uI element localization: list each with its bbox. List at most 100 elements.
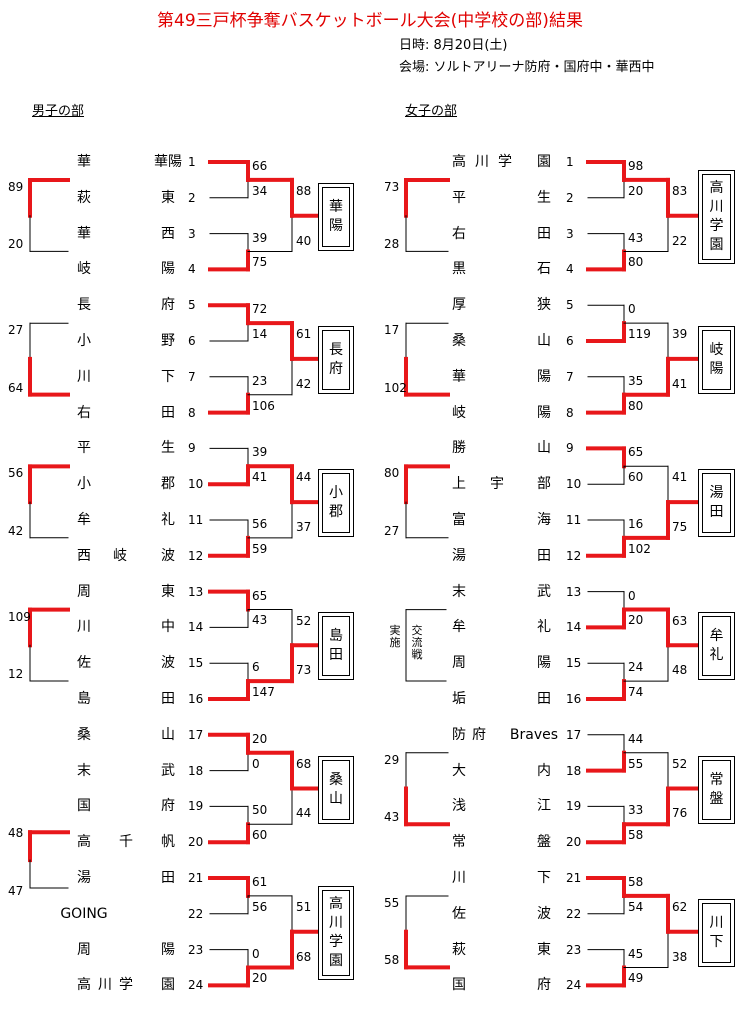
- winner-name: 長 府: [322, 329, 350, 390]
- team-number: 11: [566, 513, 582, 527]
- team-number: 22: [188, 906, 204, 921]
- team-name-left: 佐: [77, 655, 91, 672]
- team-name-right: 陽: [161, 261, 175, 278]
- team-number: 4: [188, 262, 196, 277]
- team-name-left: 黒: [452, 261, 466, 278]
- first-round-score: 119: [628, 327, 651, 341]
- semifinal-score: 44: [296, 470, 312, 485]
- team-name-left: 国: [452, 977, 466, 994]
- team-number: 24: [566, 978, 582, 993]
- team-number: 15: [188, 656, 204, 671]
- team-name-right: 波: [537, 905, 551, 922]
- team-name-left: 華: [77, 154, 91, 170]
- team-name-left: 牟: [452, 619, 466, 636]
- team-name-middle: 川: [98, 977, 112, 994]
- team-name-left: 桑: [452, 333, 466, 349]
- team-number: 16: [188, 692, 204, 706]
- first-round-score: 54: [628, 899, 644, 914]
- semifinal-score: 68: [296, 756, 312, 771]
- team-name-middle: 千: [119, 834, 133, 851]
- first-round-score: 43: [628, 230, 644, 245]
- first-round-score: 72: [252, 302, 268, 317]
- first-round-score: 41: [252, 470, 268, 485]
- semifinal-score: 52: [296, 613, 312, 628]
- winner-box: 川 下: [698, 898, 735, 967]
- team-name-left: GOING: [60, 905, 108, 922]
- exchange-note: 実施: [389, 624, 401, 650]
- team-name-left: 右: [452, 225, 466, 242]
- first-round-score: 45: [628, 946, 644, 961]
- semifinal-score: 41: [672, 470, 688, 485]
- team-name-right: 武: [537, 583, 551, 600]
- team-name-right: 下: [161, 368, 175, 385]
- left-match-score: 27: [8, 323, 24, 338]
- winner-name: 高 川 学 園: [322, 889, 350, 976]
- team-name-right: 山: [537, 440, 551, 457]
- team-number: 13: [566, 584, 582, 599]
- team-name-left: 牟: [77, 512, 91, 528]
- team-name-left: 湯: [452, 547, 466, 564]
- team-number: 12: [566, 548, 582, 563]
- team-number: 18: [566, 763, 582, 778]
- team-name-right: 部: [537, 476, 551, 493]
- first-round-score: 56: [252, 517, 268, 531]
- first-round-score: 66: [252, 159, 268, 173]
- first-round-score: 106: [252, 398, 275, 413]
- boys-section-header: 男子の部: [32, 104, 85, 119]
- first-round-score: 60: [628, 470, 644, 485]
- team-number: 18: [188, 763, 204, 778]
- team-name-left: 川: [77, 619, 91, 636]
- team-name-left: 萩: [77, 189, 91, 206]
- first-round-score: 58: [628, 828, 644, 843]
- team-name-middle: 学: [498, 154, 512, 170]
- team-number: 17: [188, 727, 204, 742]
- team-name-left: 上: [452, 476, 466, 493]
- team-name-left: 西: [77, 547, 91, 564]
- team-name-right: Braves: [509, 726, 559, 743]
- team-name-middle: 学: [119, 977, 133, 994]
- team-number: 19: [566, 799, 582, 814]
- team-name-right: 生: [537, 189, 551, 206]
- first-round-score: 39: [252, 230, 268, 245]
- team-number: 10: [188, 477, 204, 492]
- semifinal-score: 39: [672, 327, 688, 342]
- team-name-left: 厚: [452, 297, 466, 314]
- semifinal-score: 62: [672, 899, 688, 914]
- winner-box: 岐 陽: [698, 325, 735, 394]
- team-name-left: 萩: [452, 941, 466, 958]
- team-number: 1: [566, 155, 574, 169]
- first-round-score: 16: [628, 517, 644, 531]
- team-name-left: 川: [77, 368, 91, 385]
- team-name-right: 石: [537, 261, 551, 278]
- team-name-right: 園: [161, 977, 175, 994]
- team-number: 3: [188, 226, 196, 241]
- first-round-score: 20: [252, 731, 268, 746]
- left-match-score: 64: [8, 380, 24, 395]
- team-name-right: 田: [161, 691, 175, 707]
- team-name-right: 狭: [537, 297, 551, 314]
- first-round-score: 102: [628, 541, 651, 556]
- left-match-score: 55: [384, 896, 400, 910]
- team-number: 3: [566, 226, 574, 241]
- team-number: 1: [188, 155, 196, 169]
- first-round-score: 50: [252, 803, 268, 818]
- team-number: 20: [566, 835, 582, 850]
- team-name-right: 園: [537, 154, 551, 170]
- semifinal-score: 75: [672, 519, 688, 534]
- left-match-score: 29: [384, 752, 400, 767]
- team-number: 24: [188, 978, 204, 993]
- first-round-score: 23: [252, 373, 268, 388]
- winner-box: 小 郡: [318, 469, 354, 538]
- winner-box: 長 府: [318, 325, 354, 394]
- team-number: 17: [566, 727, 582, 742]
- semifinal-score: 40: [296, 233, 312, 248]
- team-number: 21: [566, 871, 582, 885]
- team-name-right: 郡: [161, 476, 175, 493]
- semifinal-score: 76: [672, 806, 688, 821]
- team-name-left: 高: [77, 977, 91, 994]
- left-match-score: 102: [384, 380, 407, 395]
- team-name-left: 周: [452, 655, 466, 672]
- team-name-right: 盤: [537, 834, 551, 851]
- team-name-right: 府: [161, 297, 175, 314]
